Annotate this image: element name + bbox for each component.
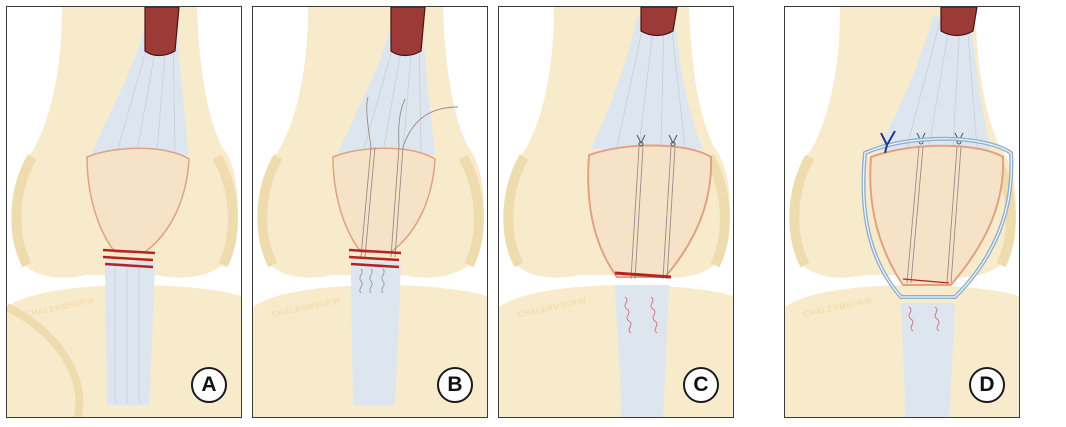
panel-d: CHALERMSUKW D: [784, 6, 1020, 418]
panel-label-a: A: [191, 367, 227, 403]
panel-a-illustration: [7, 7, 241, 417]
transosseous-sutures: [630, 146, 676, 280]
repaired-rupture: [614, 271, 672, 279]
panel-c-illustration: [499, 7, 733, 417]
panel-b: CHALERMSUKW B: [252, 6, 488, 418]
patella: [869, 144, 1005, 286]
cerclage-knot-icon: [880, 130, 896, 154]
patellar-tendon: [105, 262, 155, 405]
krackow-stitches: [624, 296, 658, 334]
tibia: [499, 285, 733, 417]
panel-label-b: B: [437, 367, 473, 403]
quadriceps-tendon: [879, 17, 991, 149]
patellar-tendon: [901, 303, 955, 417]
quadriceps-muscle: [144, 7, 180, 57]
tendon-fibers: [906, 20, 978, 148]
transosseous-sutures: [906, 146, 962, 284]
suture-knots: [636, 134, 678, 147]
patellar-tendon: [615, 285, 669, 417]
patellar-tendon-fibers: [114, 265, 140, 403]
patella: [86, 147, 190, 253]
krackow-stitches: [359, 268, 385, 294]
panel-label-c: C: [683, 367, 719, 403]
quadriceps-muscle: [640, 7, 678, 37]
tibia: [785, 285, 1019, 417]
patella: [587, 144, 713, 278]
patella: [332, 147, 436, 253]
panel-d-illustration: [785, 7, 1019, 417]
tendon-fibers: [616, 20, 686, 148]
transosseous-sutures: [360, 96, 459, 258]
cerclage-wire-inner: [862, 138, 1013, 298]
tendon-rupture: [102, 248, 156, 269]
panel-a: CHALERMSUKW A: [6, 6, 242, 418]
panel-c: CHALERMSUKW C: [498, 6, 734, 418]
patellar-tendon: [351, 262, 401, 405]
repaired-rupture: [902, 278, 950, 284]
panel-b-illustration: [253, 7, 487, 417]
panel-label-d: D: [969, 367, 1005, 403]
quadriceps-muscle: [940, 7, 978, 37]
quadriceps-muscle: [390, 7, 426, 57]
tendon-rupture: [348, 248, 402, 269]
krackow-stitches: [908, 306, 940, 332]
